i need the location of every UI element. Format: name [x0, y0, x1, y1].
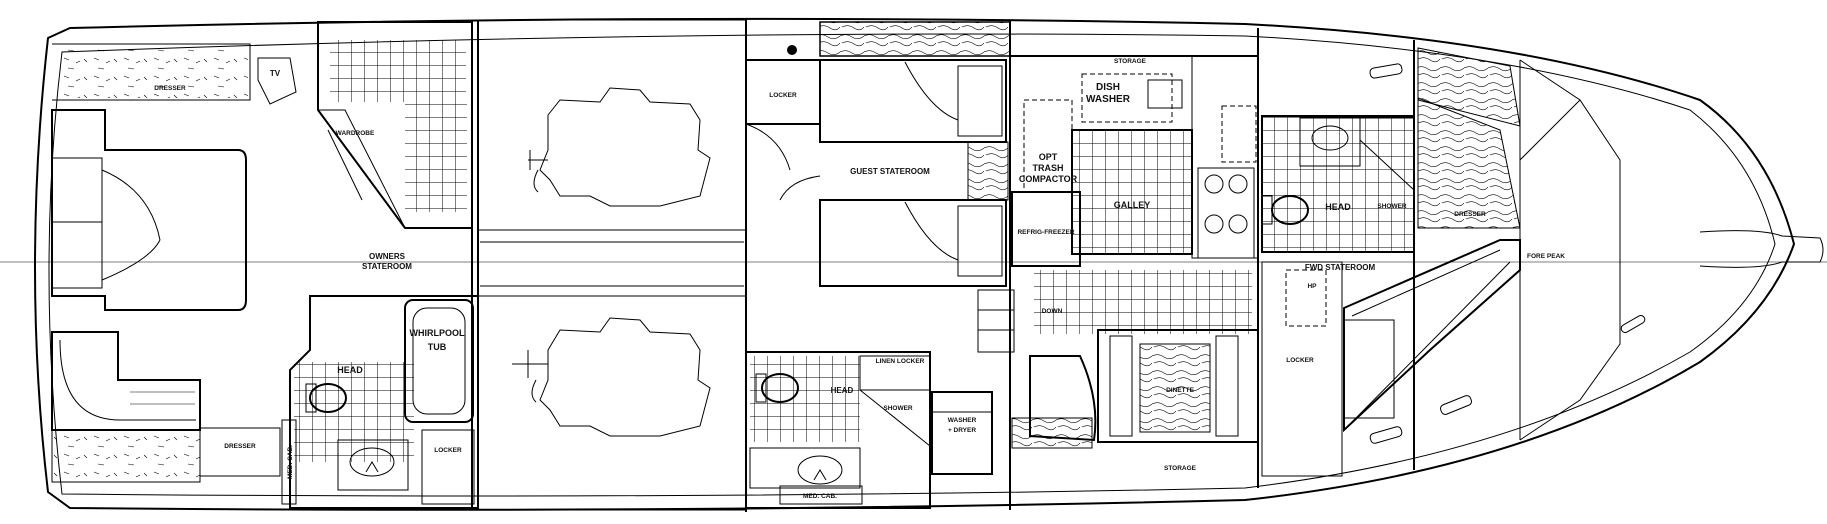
forepeak: [1519, 59, 1621, 441]
label-refrig: REFRIG-FREEZER: [1017, 229, 1074, 236]
label-wardrobe: WARDROBE: [336, 130, 375, 137]
label-forepeak: FORE PEAK: [1527, 253, 1565, 260]
label-tub: TUB: [428, 342, 447, 352]
label-owners-stateroom: STATEROOM: [362, 262, 412, 271]
label-locker-fwd: LOCKER: [1286, 357, 1314, 364]
label-dresser-lower: DRESSER: [224, 443, 256, 450]
label-locker-guest: LOCKER: [769, 92, 797, 99]
owners-stateroom: [51, 43, 297, 483]
label-fwd-stateroom: FWD STATEROOM: [1305, 263, 1376, 272]
label-dresser-fwd: DRESSER: [1454, 211, 1486, 218]
label-dish: DISH: [1096, 82, 1120, 93]
guest-stateroom: [745, 21, 1011, 287]
label-washer-dish: WASHER: [1086, 94, 1131, 105]
label-tv: TV: [270, 69, 281, 78]
wardrobe: [317, 21, 473, 229]
galley: [1010, 55, 1258, 334]
dinette: [1097, 329, 1259, 443]
fwd-stateroom: [1261, 47, 1646, 477]
guest-head: [745, 351, 931, 509]
washer-dryer: [931, 391, 993, 475]
companionway: [977, 289, 1097, 449]
label-med-cab-owners: MED. CAB.: [287, 445, 294, 479]
label-head-fwd: HEAD: [1325, 202, 1351, 212]
label-locker-owners: LOCKER: [434, 447, 462, 454]
engine-room: [477, 19, 747, 511]
label-head-guest: HEAD: [831, 386, 854, 395]
fwd-head: [1261, 115, 1415, 253]
hull: [0, 17, 1827, 511]
label-owners: OWNERS: [369, 252, 406, 261]
label-washer: WASHER: [948, 417, 977, 424]
label-galley: GALLEY: [1114, 200, 1151, 210]
label-linen-locker: LINEN LOCKER: [876, 358, 925, 365]
labels: DRESSER TV WARDROBE OWNERS STATEROOM WHI…: [154, 58, 1565, 500]
label-storage-top: STORAGE: [1114, 58, 1147, 65]
label-storage-bottom: STORAGE: [1164, 465, 1197, 472]
label-dryer: + DRYER: [948, 427, 976, 434]
label-trash: TRASH: [1033, 163, 1064, 173]
label-shower-fwd: SHOWER: [1377, 203, 1407, 210]
label-shower-guest: SHOWER: [883, 405, 913, 412]
owners-head: [281, 295, 479, 509]
label-down: DOWN: [1042, 308, 1063, 315]
label-guest-stateroom: GUEST STATEROOM: [850, 167, 930, 176]
label-med-cab-guest: MED. CAB.: [803, 493, 837, 500]
label-opt: OPT: [1039, 152, 1058, 162]
label-dresser-aft: DRESSER: [154, 85, 186, 92]
label-whirlpool: WHIRLPOOL: [410, 328, 465, 338]
label-compactor: COMPACTOR: [1019, 174, 1078, 184]
label-hp: HP: [1307, 283, 1317, 290]
label-head-owners: HEAD: [337, 365, 363, 375]
label-dinette: DINETTE: [1166, 387, 1194, 394]
